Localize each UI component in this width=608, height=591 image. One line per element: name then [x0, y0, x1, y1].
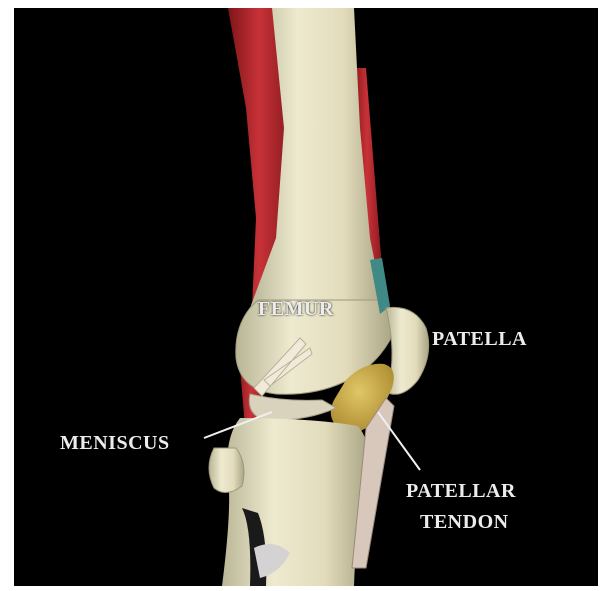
tibia — [222, 418, 369, 586]
label-meniscus: MENISCUS — [60, 432, 170, 455]
knee-anatomy-illustration: FEMUR PATELLA MENISCUS PATELLAR TENDON — [14, 8, 598, 586]
label-patellar-tendon-line2: TENDON — [420, 511, 509, 534]
label-patellar-tendon-line1: PATELLAR — [406, 480, 516, 503]
label-femur: FEMUR — [258, 298, 334, 321]
label-patella: PATELLA — [432, 328, 527, 351]
fibula — [209, 448, 244, 493]
